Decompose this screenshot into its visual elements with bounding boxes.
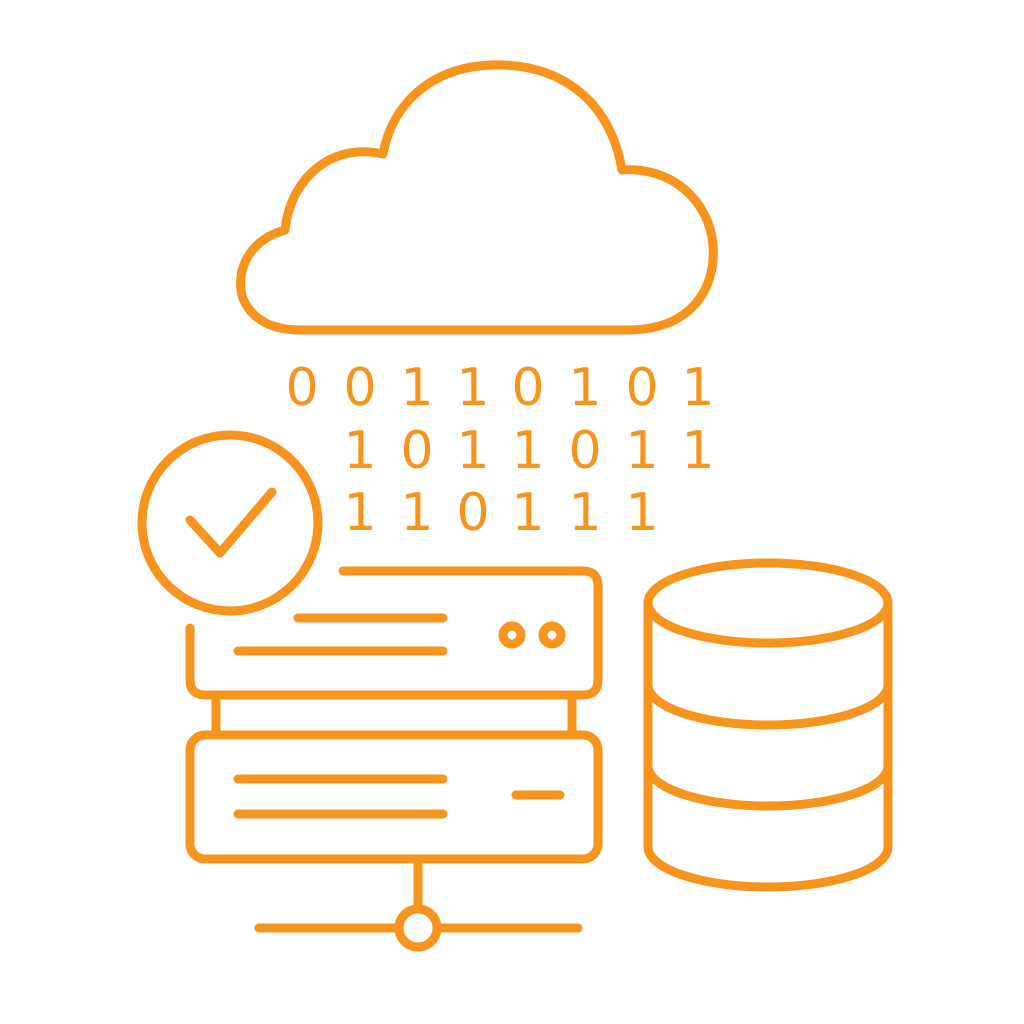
binary-digit: 0 (343, 358, 376, 418)
binary-row-2: 1 0 1 1 0 1 1 (343, 421, 714, 481)
cloud-icon (236, 60, 718, 335)
binary-digit: 1 (568, 358, 601, 418)
binary-data: 0 0 1 1 0 1 0 1 1 0 1 1 0 1 1 1 1 0 1 1 … (285, 358, 714, 543)
network-node-icon (254, 854, 583, 952)
database-band (643, 761, 893, 811)
server-led (498, 621, 526, 649)
server-unit-bottom (185, 730, 603, 864)
binary-row-3: 1 1 0 1 1 1 (343, 483, 658, 543)
server-led (538, 621, 566, 649)
database-icon (643, 558, 893, 892)
binary-digit: 0 (285, 358, 318, 418)
binary-digit: 0 (511, 358, 544, 418)
binary-digit: 1 (511, 483, 544, 543)
server-rack-icon (185, 566, 603, 864)
binary-digit: 0 (456, 483, 489, 543)
check-circle-ring (137, 430, 323, 616)
binary-digit: 1 (343, 421, 376, 481)
cloud-outline (236, 60, 718, 335)
binary-digit: 0 (625, 358, 658, 418)
network-node (394, 904, 442, 952)
database-body (643, 598, 893, 892)
binary-digit: 1 (456, 421, 489, 481)
binary-digit: 1 (681, 358, 714, 418)
binary-digit: 1 (681, 421, 714, 481)
binary-digit: 1 (400, 358, 433, 418)
binary-digit: 1 (625, 483, 658, 543)
check-circle-icon (137, 430, 323, 616)
binary-digit: 1 (343, 483, 376, 543)
database-band (643, 680, 893, 730)
binary-row-1: 0 0 1 1 0 1 0 1 (285, 358, 714, 418)
binary-digit: 0 (400, 421, 433, 481)
database-top (643, 558, 893, 648)
binary-digit: 1 (511, 421, 544, 481)
server-unit-top (185, 566, 603, 700)
binary-digit: 1 (400, 483, 433, 543)
binary-digit: 1 (568, 483, 601, 543)
binary-digit: 1 (456, 358, 489, 418)
binary-digit: 1 (625, 421, 658, 481)
binary-digit: 0 (568, 421, 601, 481)
check-mark (185, 487, 277, 558)
